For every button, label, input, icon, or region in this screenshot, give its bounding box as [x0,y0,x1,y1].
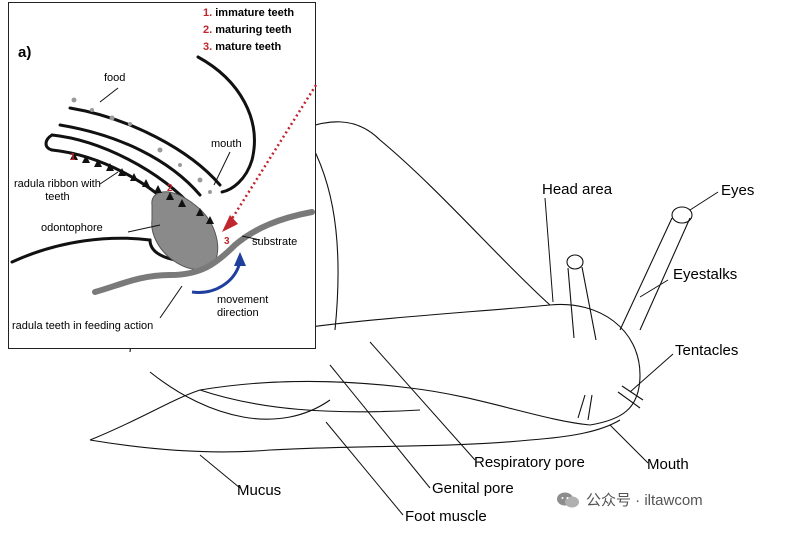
genital-pore-label: Genital pore [432,480,514,497]
inset-mouth-label: mouth [211,138,242,150]
foot-outline [89,380,591,441]
marker-1: 1 [70,152,76,163]
tentacle [617,385,644,409]
legend-item-3: 3. mature teeth [203,41,282,53]
wechat-icon [557,492,579,507]
substrate-line [92,209,315,295]
food-label: food [104,72,126,84]
legend-item-1: 1. immature teeth [203,7,295,19]
odontophore-shape [151,191,219,271]
eyestalk-right [619,217,691,331]
mucus-label: Mucus [237,482,282,499]
marker-3: 3 [224,236,230,247]
mouth-label: Mouth [647,456,689,473]
eyestalks-label: Eyestalks [673,266,738,283]
odontophore-label: odontophore [41,222,103,234]
marker-2: 2 [167,183,173,194]
watermark: 公众号 · iltawcom [556,489,703,510]
respiratory-pore-label: Respiratory pore [474,454,585,471]
radula-teeth-feeding-label: radula teeth in feeding action [12,320,154,332]
tentacle-stub [577,394,593,421]
foot-muscle-label: Foot muscle [405,508,487,525]
body-fold [199,389,421,413]
head-area-label: Head area [542,181,613,198]
radula-inset-panel [8,2,316,349]
substrate-label: substrate [252,236,298,248]
head-outline [549,303,641,426]
eye-right [671,206,693,224]
foot-sole [89,419,621,453]
eyestalk-left [567,266,597,341]
eyes-label: Eyes [721,182,755,199]
movement-direction-label: movement direction [217,294,269,320]
eye-left [566,254,584,270]
tentacles-label: Tentacles [675,342,739,359]
watermark-text: 公众号 · iltawcom [586,492,703,509]
radula-ribbon-label: radula ribbon with teeth [14,178,101,204]
legend-item-2: 2. maturing teeth [203,24,292,36]
panel-label: a) [18,44,32,61]
